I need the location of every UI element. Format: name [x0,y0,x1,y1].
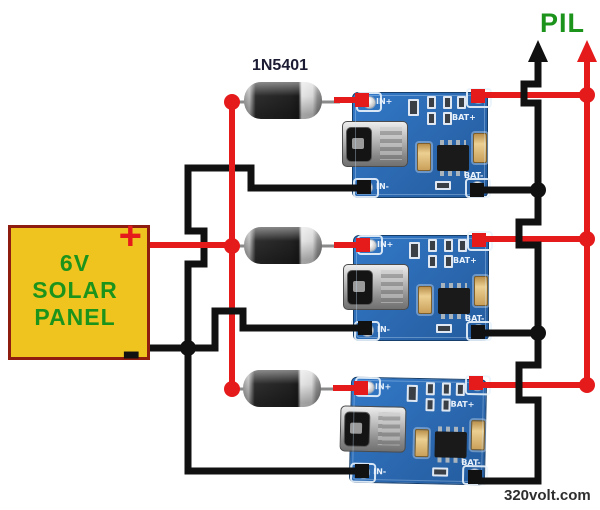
solder-point-in-plus [355,93,369,107]
junction-dot [530,182,546,198]
junction-dot [579,87,595,103]
diode-part-number-label: 1N5401 [251,57,309,74]
wire-negative-to-module2-in-minus [188,307,365,352]
solar-panel: 6V SOLAR PANEL + - [8,216,150,380]
label-bat-minus: BAT- [464,171,484,180]
solar-panel-line3: PANEL [34,304,116,330]
label-bat-minus: BAT- [465,314,485,323]
junction-dot [579,231,595,247]
diode-1n5401-1 [244,82,322,119]
solder-point-bat-plus [471,89,485,103]
solar-panel-label: 6V SOLAR PANEL [19,250,131,331]
label-bat-plus: BAT+ [453,256,477,265]
smd-component [408,99,419,116]
usb-tongue [353,281,365,292]
junction-dot [224,381,240,397]
charger-ic-chip [437,140,469,176]
junction-dot [530,325,546,341]
solder-point-bat-minus [471,325,485,339]
positive-output-arrow-icon [577,40,597,62]
label-in-plus: IN+ [377,240,394,249]
label-in-minus: IN- [377,325,390,334]
smd-component [444,239,453,252]
panel-positive-terminal: + [118,214,142,258]
solder-point-in-minus [358,321,372,335]
negative-output-arrow-icon [528,40,548,62]
junction-dot [579,377,595,393]
solder-point-bat-plus [472,233,486,247]
diode-1n5401-3 [243,370,321,407]
charger-ic-chip [438,283,470,319]
solar-panel-line2: SOLAR [32,277,118,303]
smd-component [428,239,437,252]
smd-component [427,96,436,109]
solder-point-bat-minus [468,470,482,484]
smd-component [458,239,467,252]
junction-dot [224,238,240,254]
solder-point-in-plus [356,238,370,252]
usb-shell-ridges [381,270,403,303]
solder-point-in-plus [354,381,368,395]
solar-panel-line1: 6V [59,250,91,276]
smd-component [428,255,437,268]
solder-point-bat-minus [470,183,484,197]
label-in-minus: IN- [376,182,389,191]
smd-component [444,255,453,268]
solder-point-in-minus [357,180,371,194]
smd-component [436,324,452,333]
junction-dot [224,94,240,110]
smd-component [443,112,452,125]
smd-component [409,242,420,259]
wire-negative-output-bus [478,60,542,485]
watermark: 320volt.com [504,487,591,504]
smd-capacitor [473,133,487,163]
smd-component [443,96,452,109]
battery-output-label: PIL [540,8,586,38]
smd-component [427,112,436,125]
wire-negative-to-module3-in-minus [184,348,362,475]
solder-point-in-minus [355,464,369,478]
label-bat-plus: BAT+ [452,113,476,122]
usb-shell-ridges [380,127,402,160]
smd-capacitor [418,286,432,314]
usb-tongue [352,138,364,149]
smd-component [435,181,451,190]
label-in-plus: IN+ [376,97,393,106]
wire-negative-to-module1-in-minus [184,164,364,351]
smd-capacitor [417,143,431,171]
smd-component [457,96,466,109]
junction-dot [180,340,196,356]
mini-usb-connector-icon [342,121,408,167]
panel-negative-terminal: - [121,318,141,383]
solder-point-bat-plus [469,376,483,390]
smd-capacitor [474,276,488,306]
diode-1n5401-2 [244,227,322,264]
mini-usb-connector-icon [343,264,409,310]
